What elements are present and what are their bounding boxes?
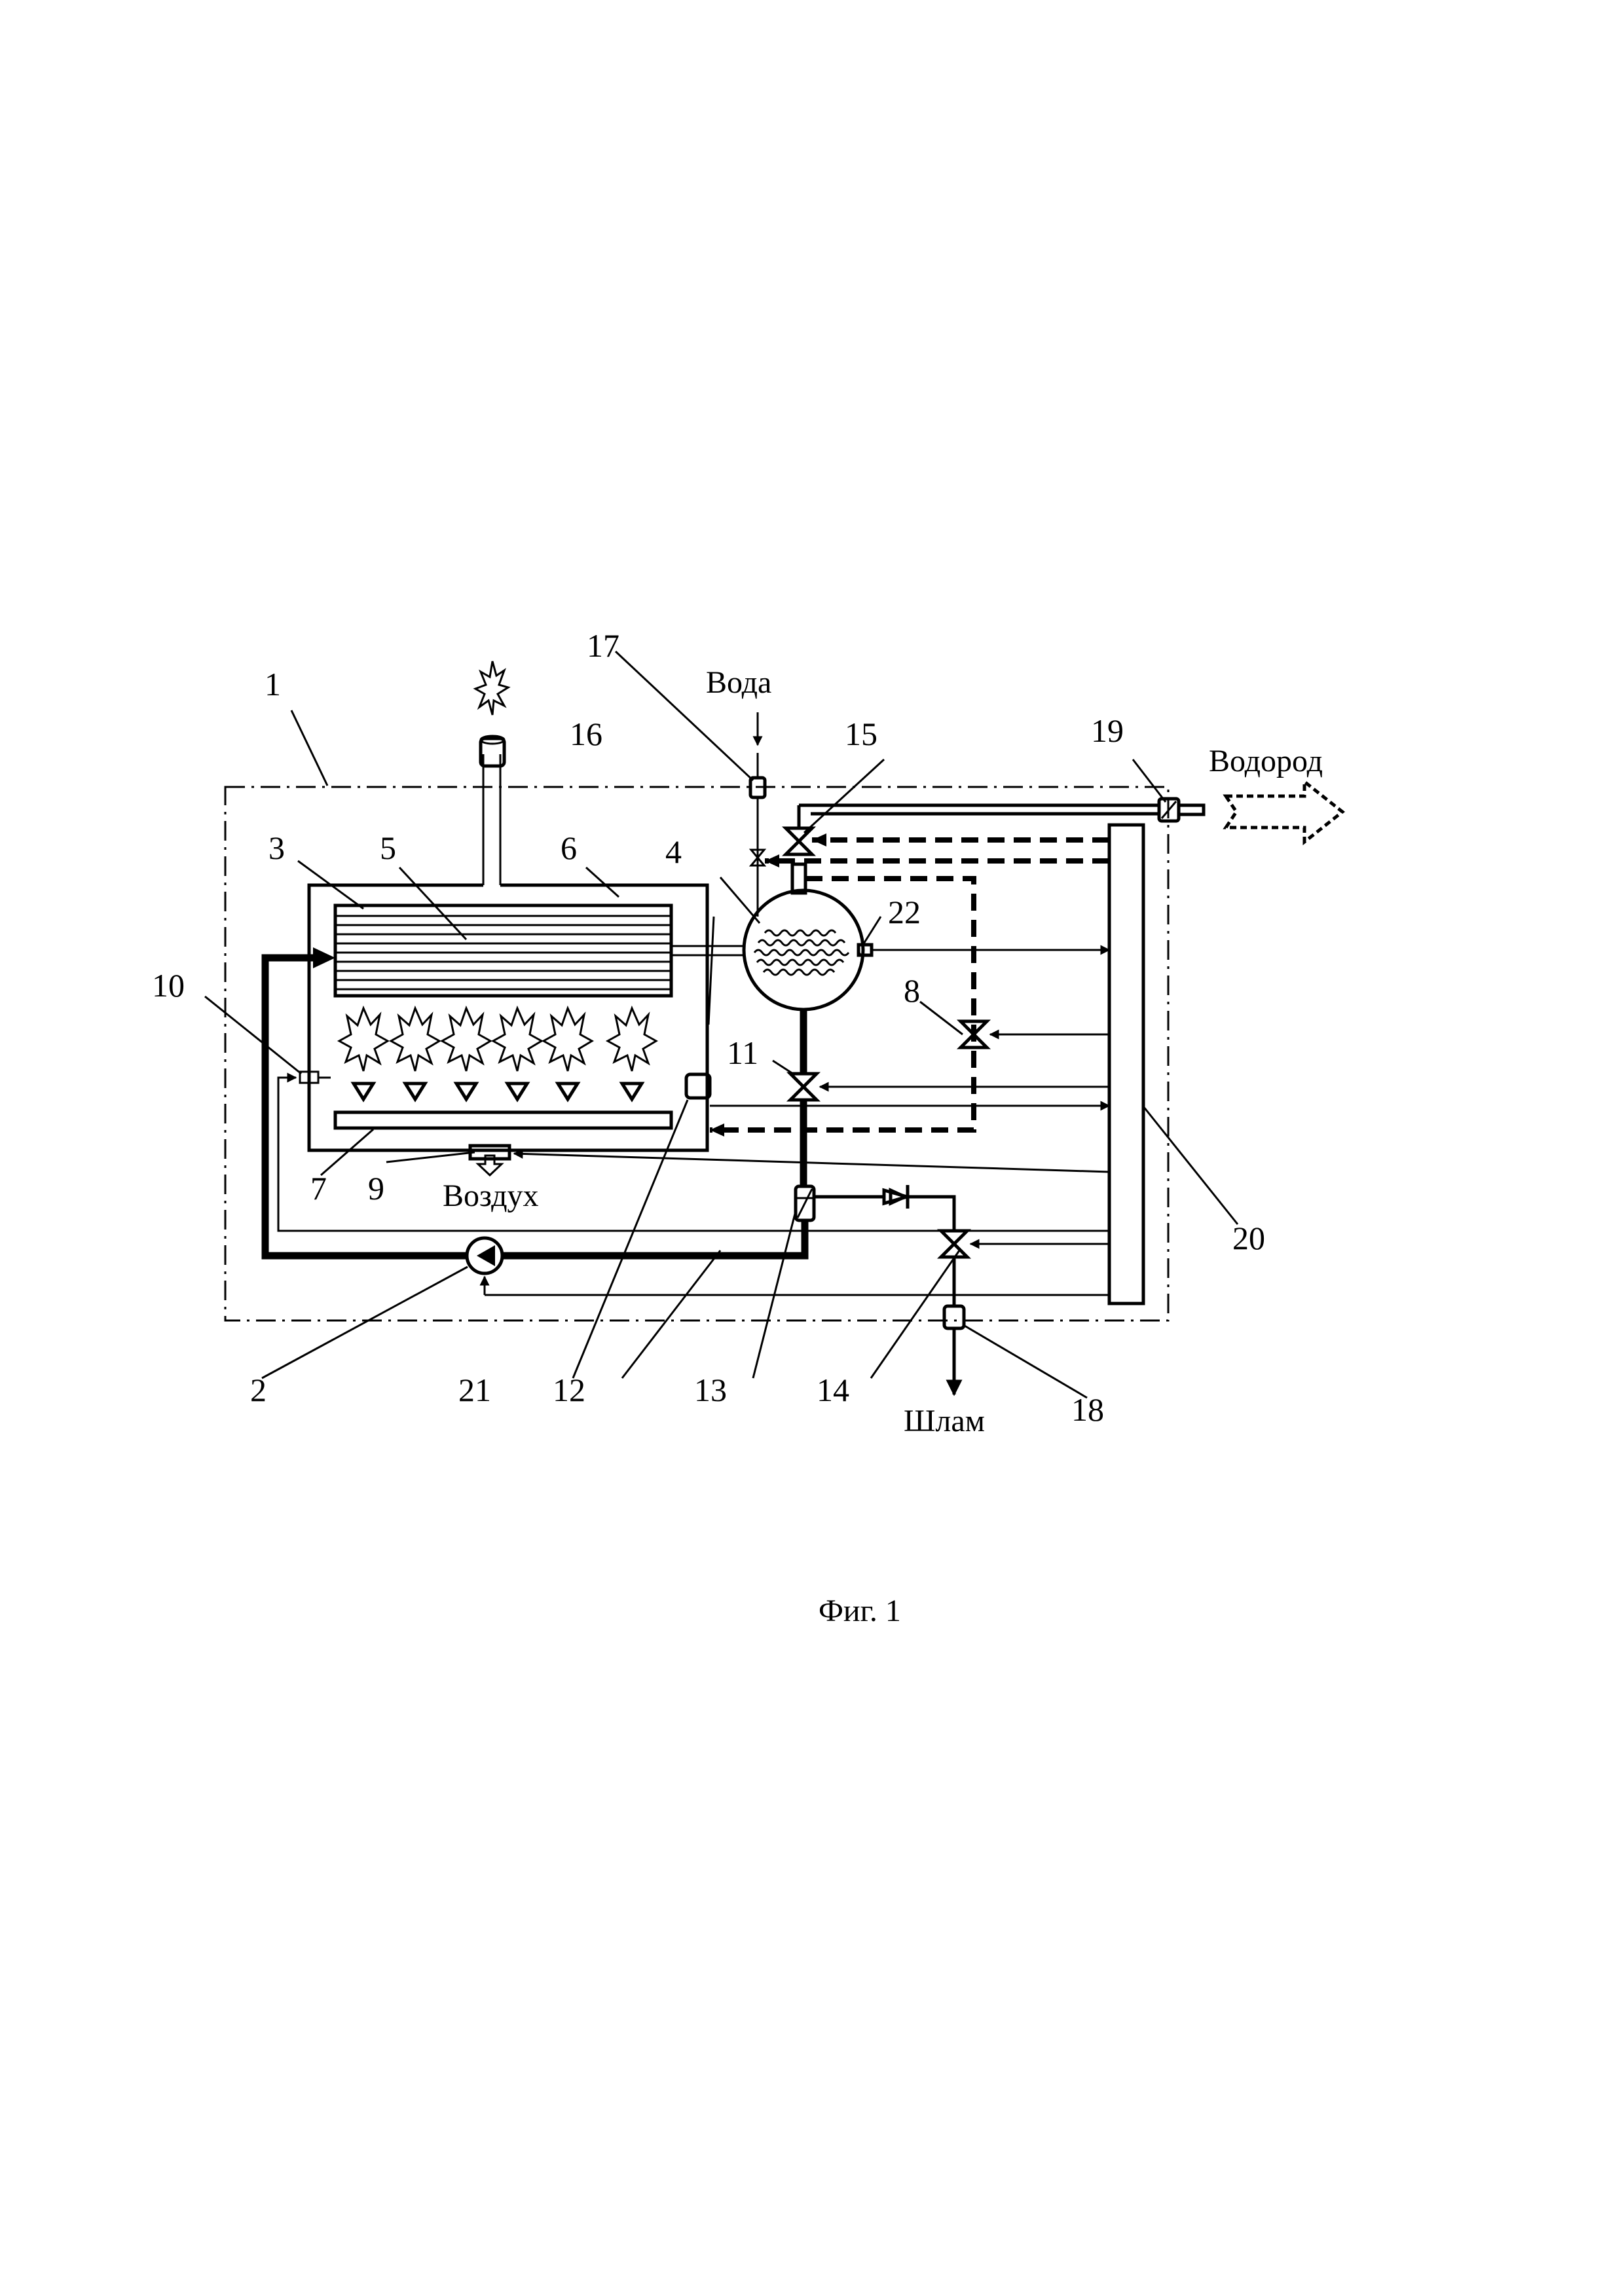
label-12: 12 [553, 1372, 585, 1408]
label-5: 5 [380, 829, 396, 866]
label-15: 15 [845, 716, 877, 752]
label-16: 16 [570, 716, 602, 752]
label-water: Вода [706, 665, 771, 700]
label-14: 14 [817, 1372, 849, 1408]
label-3: 3 [268, 829, 285, 866]
air-inlet-arrow-icon [475, 1154, 504, 1177]
valve-11 [786, 1072, 821, 1102]
bypass-dashed-loop [710, 876, 976, 1133]
label-20: 20 [1232, 1220, 1265, 1256]
valve-15 [781, 826, 817, 856]
filter-12 [794, 1184, 816, 1222]
sludge-pipe-2 [908, 1195, 956, 1231]
air-blower [468, 1144, 511, 1161]
label-19: 19 [1091, 712, 1124, 749]
bypass-arrow [710, 1123, 724, 1137]
hydrogen-outlet-valve [1157, 797, 1206, 823]
label-8: 8 [904, 972, 920, 1009]
label-11: 11 [727, 1034, 758, 1071]
check-valve-13 [882, 1185, 913, 1209]
control-line-igniter [277, 1072, 1109, 1232]
label-6: 6 [561, 829, 577, 866]
control-line-blower [513, 1148, 1110, 1173]
system-boundary [224, 786, 1170, 1322]
label-hydrogen: Водород [1209, 744, 1323, 778]
reactor-neck [790, 862, 807, 895]
controller [1107, 823, 1145, 1305]
control-arrow-valve15 [812, 833, 826, 847]
circulation-loop [261, 954, 809, 1260]
circulation-arrow [313, 947, 335, 968]
label-7: 7 [310, 1170, 327, 1207]
burner-manifold [333, 1110, 673, 1130]
valve-14 [936, 1229, 972, 1259]
label-22: 22 [888, 894, 921, 930]
furnace-temp-sensor [684, 1072, 712, 1100]
exhaust-flame-icon [473, 661, 511, 716]
hydrogen-output-arrow-icon [1223, 778, 1346, 846]
sludge-outlet-18 [942, 1304, 966, 1330]
label-13: 13 [694, 1372, 727, 1408]
label-2: 2 [250, 1372, 267, 1408]
leader-lines [204, 650, 1239, 1399]
label-9: 9 [368, 1170, 384, 1207]
reactor-vessel [742, 888, 865, 1011]
label-17: 17 [587, 627, 619, 664]
label-21: 21 [458, 1372, 491, 1408]
label-4: 4 [665, 833, 682, 870]
burner-flames [337, 1005, 658, 1072]
chimney [479, 735, 506, 885]
valve-8 [956, 1019, 991, 1049]
label-1: 1 [265, 666, 281, 702]
figure-caption: Фиг. 1 [819, 1594, 901, 1628]
valve-16 [748, 848, 767, 867]
label-sludge: Шлам [904, 1404, 985, 1438]
burner-nozzles [350, 1082, 645, 1102]
label-10: 10 [152, 967, 185, 1004]
control-arrow-valve16 [765, 854, 779, 867]
label-air: Воздух [443, 1178, 539, 1213]
label-18: 18 [1071, 1391, 1104, 1428]
heat-exchanger [333, 903, 673, 998]
igniter [299, 1070, 331, 1084]
circulation-pump [465, 1236, 504, 1275]
